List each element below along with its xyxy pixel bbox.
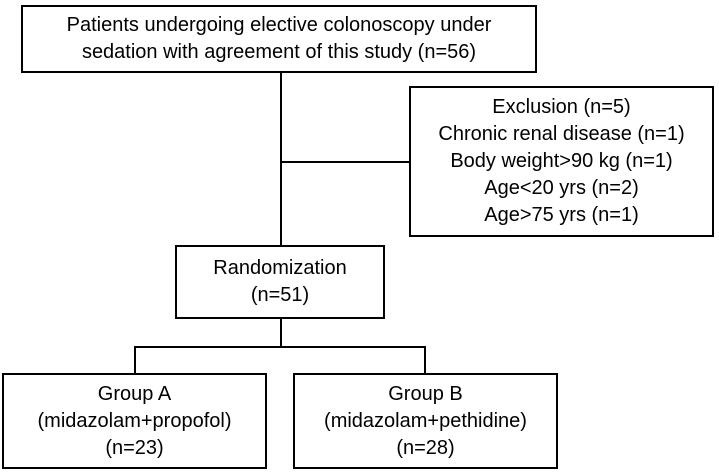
- enrollment-text-line-2: sedation with agreement of this study (n…: [81, 41, 477, 63]
- group-b-drugs: (midazolam+pethidine): [324, 409, 527, 432]
- node-enrollment: Patients undergoing elective colonoscopy…: [21, 5, 537, 73]
- node-group-a: Group A (midazolam+propofol) (n=23): [2, 373, 267, 469]
- node-group-b: Group B (midazolam+pethidine) (n=28): [293, 373, 558, 469]
- connector-drop-to-group-b: [424, 346, 426, 373]
- randomization-count: (n=51): [250, 284, 310, 306]
- exclusion-title: Exclusion (n=5): [492, 96, 631, 118]
- node-randomization: Randomization (n=51): [175, 245, 385, 319]
- group-b-count: (n=28): [396, 436, 455, 459]
- group-a-title: Group A: [97, 382, 172, 405]
- connector-split-horizontal: [134, 346, 426, 348]
- group-a-drugs: (midazolam+propofol): [37, 409, 232, 432]
- connector-drop-to-group-a: [134, 346, 136, 373]
- connector-exclusion-branch: [280, 161, 409, 163]
- exclusion-reason-3: Age<20 yrs (n=2): [484, 177, 639, 199]
- randomization-title: Randomization: [213, 257, 347, 279]
- exclusion-reason-2: Body weight>90 kg (n=1): [450, 150, 673, 172]
- enrollment-text-line-1: Patients undergoing elective colonoscopy…: [66, 14, 492, 36]
- group-a-count: (n=23): [105, 436, 164, 459]
- connector-randomization-to-split: [280, 319, 282, 346]
- exclusion-reason-4: Age>75 yrs (n=1): [484, 204, 639, 226]
- node-exclusion: Exclusion (n=5) Chronic renal disease (n…: [409, 86, 714, 237]
- group-b-title: Group B: [388, 382, 463, 405]
- connector-enrollment-to-randomization: [280, 73, 282, 245]
- exclusion-reason-1: Chronic renal disease (n=1): [438, 123, 685, 145]
